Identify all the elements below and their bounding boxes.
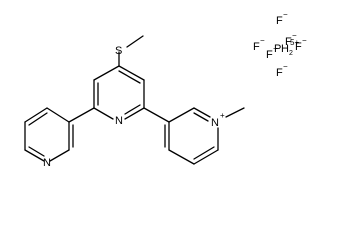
phosphorus-charge: 5+ [290,38,299,47]
central-nitrogen-label: N [115,115,123,127]
pyridinium-bond-6 [168,107,195,123]
central-ring-bond-4-inner [124,104,141,115]
central-ring-bond-3 [93,107,114,120]
fluoride-inner-top-label: F [285,36,292,48]
fluoride-inner-top-charge: − [292,31,297,40]
central-ring-bond-6-inner [118,70,141,84]
pyridinium-nitrogen-label: N [211,117,219,129]
methyl-sulfur-bond [126,35,144,48]
left-ring-bond-5-inner [28,112,48,126]
fluoride-bottom-label: F [276,67,283,79]
left-ring-bond-2 [49,149,70,162]
fluoride-left-charge: − [260,36,265,45]
fluoride-right-label: F [295,41,302,53]
central-ring-bond-6 [118,65,145,81]
central-ring-bond-1 [93,65,120,81]
phosphorus-hydrogen-label: H [281,43,289,55]
left-ring-bond-3-inner [28,146,45,157]
sulfur-label: S [115,45,122,57]
atom-labels: S N N N + [43,45,225,169]
fluoride-top-charge: − [283,10,288,19]
left-nitrogen-label: N [43,157,51,169]
bond-lines [24,35,245,165]
pyridinium-bond-2 [168,149,195,165]
n-methyl-bond [225,107,245,118]
fluoride-inner-left-charge: − [273,44,278,53]
phosphorus-hydrogen-count: 2 [289,50,293,57]
chemical-structure-diagram: S N N N + F − F − F − F − P H 2 5+ F − F… [24,10,307,169]
fluoride-left-label: F [253,41,260,53]
phosphorus-label: P [274,43,281,55]
fluoride-top-label: F [276,15,283,27]
left-ring-bond-6 [46,107,70,123]
pyridinium-bond-5 [193,107,211,118]
left-link-bond [68,107,95,123]
fluoride-bottom-charge: − [283,62,288,71]
pyridinium-bond-3-inner [193,146,215,160]
fluoride-right-charge: − [302,36,307,45]
central-ring-bond-4 [124,107,145,120]
pyridinium-bond-3 [193,149,219,165]
pyridinium-charge-label: + [220,111,225,120]
left-ring-bond-3 [24,149,45,162]
pyridinium-bond-5-inner [193,112,209,122]
left-ring-bond-5 [24,107,48,123]
counterion-cluster: F − F − F − F − P H 2 5+ F − F − [253,10,307,79]
right-link-bond [143,107,170,123]
fluoride-inner-left-label: F [266,49,273,61]
